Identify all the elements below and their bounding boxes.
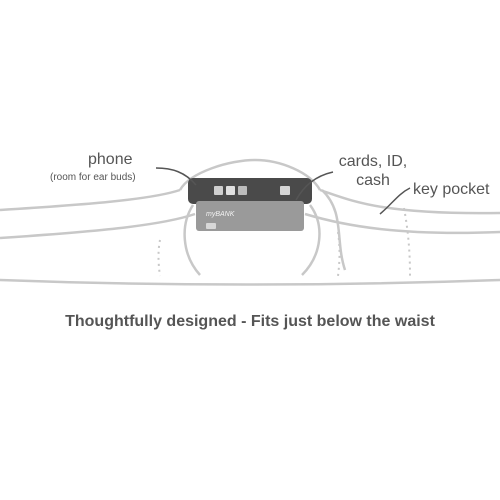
- bank-card: [196, 201, 304, 231]
- cards-label: cards, ID, cash: [328, 152, 418, 190]
- right-flap-curve: [321, 189, 347, 271]
- left-seam: [157, 239, 161, 277]
- key-pocket-leader-line: [379, 187, 411, 215]
- phone-screen-square-2: [226, 186, 235, 195]
- key-pocket-seam: [403, 207, 411, 277]
- cards-label-line1: cards, ID,: [338, 153, 408, 170]
- belt-top-line-right: [319, 188, 500, 215]
- belt-middle-line: [0, 212, 196, 240]
- phone-screen-square-1: [214, 186, 223, 195]
- card-brand-text: myBANK: [206, 211, 235, 218]
- key-pocket-label: key pocket: [413, 181, 490, 198]
- cards-leader-line: [295, 171, 334, 201]
- phone-leader-line: [155, 167, 197, 186]
- phone-body: [188, 178, 312, 204]
- belt-middle-line-right: [304, 212, 500, 235]
- caption: Thoughtfully designed - Fits just below …: [65, 313, 435, 330]
- pouch-right-side: [301, 204, 321, 276]
- pouch-left-side: [183, 204, 201, 276]
- phone-note: (room for ear buds): [50, 172, 136, 183]
- phone-screen-square-4: [280, 186, 290, 195]
- belt-bottom-line: [0, 278, 500, 286]
- belt-top-line: [0, 188, 181, 212]
- pouch-outline: [178, 158, 322, 191]
- cards-label-line2: cash: [356, 172, 390, 189]
- phone-screen-square-3: [238, 186, 247, 195]
- phone-label: phone: [88, 151, 133, 168]
- card-chip: [206, 223, 216, 229]
- right-seam: [337, 231, 341, 277]
